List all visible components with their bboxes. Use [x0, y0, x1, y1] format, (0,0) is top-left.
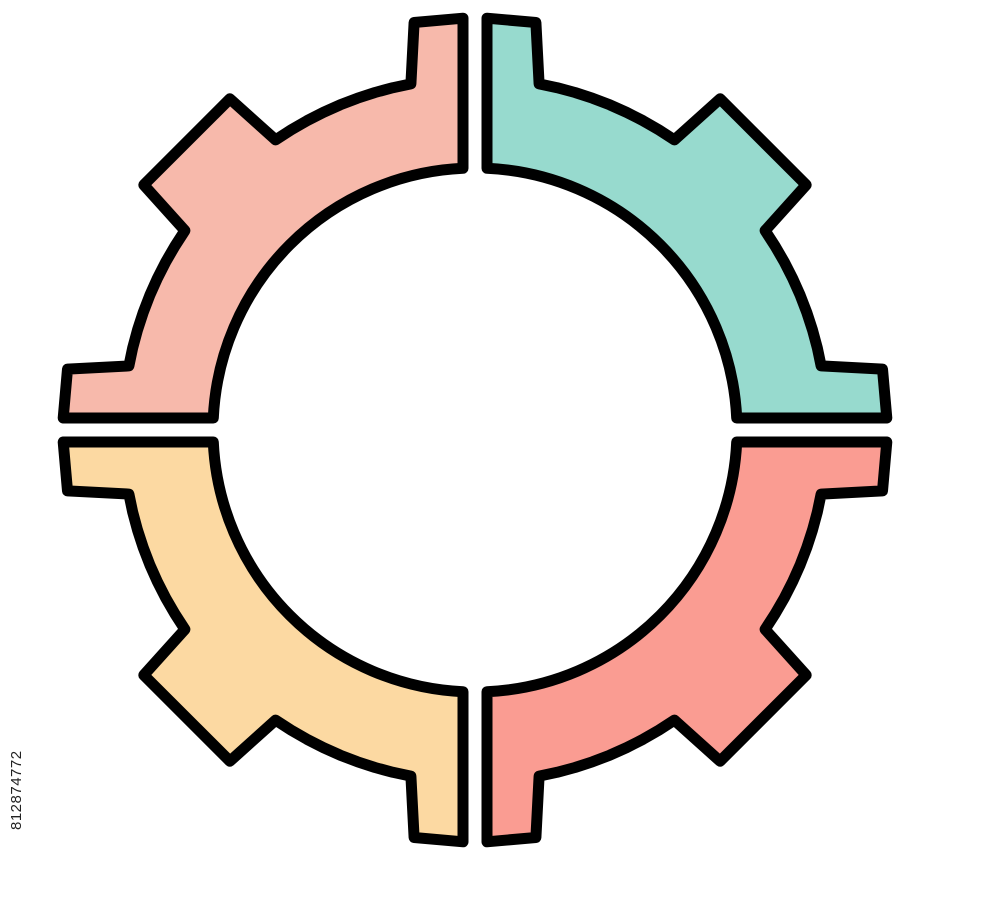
gear-segments [57, 12, 893, 848]
gear-segment-bottom-left [57, 436, 469, 848]
gear-segment-top-left [57, 12, 469, 424]
gear-segment-bottom-right [481, 436, 893, 848]
gear-segment-top-right [481, 12, 893, 424]
stock-id-label: 812874772 [8, 750, 25, 830]
